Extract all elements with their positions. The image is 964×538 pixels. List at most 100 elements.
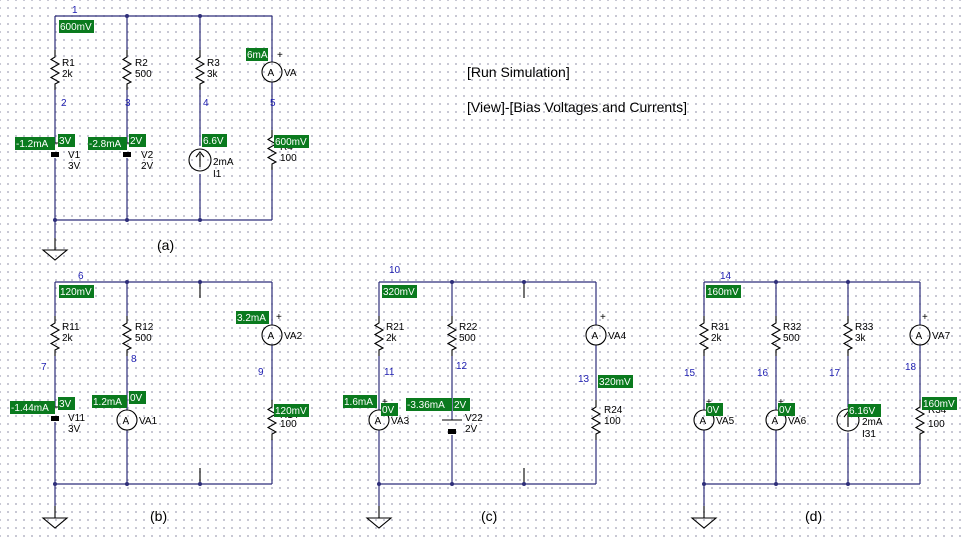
resistor-r24[interactable] [591,399,601,441]
svg-text:A: A [375,416,382,427]
component-name: VA7 [932,331,951,342]
component-value: 500 [135,333,152,344]
svg-text:A: A [268,68,275,79]
node-label: 12 [456,361,468,372]
component-name: R32 [783,322,802,333]
component-value: 500 [783,333,800,344]
node-label: 11 [384,367,395,378]
node-label: 13 [578,374,590,385]
voltage-reading: 6.16V [849,406,875,417]
voltage-reading: 6.6V [203,136,224,147]
circuit-caption: (d) [805,508,822,524]
resistor-r21[interactable] [374,315,384,357]
ammeter-va7[interactable]: A+ [909,312,931,346]
ground-icon [691,505,717,529]
component-name: VA6 [788,416,807,427]
ammeter-va3[interactable]: A+ [368,397,390,431]
ammeter-va5[interactable]: A+ [693,397,715,431]
component-name: VA2 [284,331,303,342]
voltage-reading: 3V [59,136,72,147]
svg-text:A: A [268,331,275,342]
component-name: VA1 [139,416,158,427]
circuit-c: A+ A+ 10 11 12 13 R21 2k R22 500 VA4 VA3… [366,265,627,529]
svg-text:A: A [592,331,599,342]
voltage-reading: 120mV [275,406,307,417]
component-value: 100 [604,416,621,427]
node-label: 3 [125,98,131,109]
circuit-caption: (c) [481,508,497,524]
component-value: 2mA [862,417,883,428]
component-name: VA [284,68,297,79]
voltage-reading: 600mV [60,22,92,33]
component-name: R11 [62,322,80,333]
component-name: R2 [135,58,148,69]
current-reading: -2.8mA [89,139,122,150]
current-reading: -3.36mA [407,400,445,411]
resistor-r31[interactable] [699,315,709,357]
svg-text:A: A [123,416,130,427]
component-name: R12 [135,322,154,333]
voltage-reading: 0V [382,405,395,416]
node-label: 4 [203,98,209,109]
circuit-d: A+ A+ A+ 14 15 16 17 18 R31 2k R32 500 R… [684,271,951,529]
voltage-reading: 120mV [60,287,92,298]
component-name: V11 [68,413,85,424]
bias-view-instruction: [View]-[Bias Voltages and Currents] [467,99,687,115]
component-value: 500 [135,69,152,80]
current-reading: 6mA [247,50,268,61]
component-name: R21 [386,322,405,333]
node-label: 6 [78,271,84,282]
component-name: R3 [207,58,220,69]
component-value: 3V [68,161,81,172]
component-name: R22 [459,322,478,333]
svg-text:A: A [916,331,923,342]
ammeter-va1[interactable]: A [116,409,138,431]
component-name: I1 [213,169,222,180]
node-label: 2 [61,98,67,109]
svg-text:+: + [922,312,928,323]
component-value: 2k [386,333,398,344]
voltage-reading: 320mV [599,377,631,388]
component-value: 100 [280,153,297,164]
ammeter-va2[interactable]: A+ [261,312,283,346]
component-name: R1 [62,58,75,69]
svg-text:+: + [277,50,283,61]
resistor-r11[interactable] [50,315,60,357]
circuit-caption: (b) [150,508,167,524]
resistor-r33[interactable] [843,315,853,357]
ground-icon [366,505,392,529]
component-name: R34 [928,405,947,416]
current-source-i1[interactable] [188,148,212,172]
voltage-source-v22[interactable] [442,419,462,434]
resistor-r22[interactable] [447,315,457,357]
resistor-r32[interactable] [771,315,781,357]
resistor-r1[interactable] [50,49,60,91]
node-label: 17 [829,368,841,379]
voltage-reading: 0V [779,405,792,416]
node-label: 1 [72,5,78,16]
current-reading: 3.2mA [237,313,266,324]
voltage-reading: 160mV [923,399,955,410]
node-label: 18 [905,362,917,373]
current-reading: 1.6mA [344,397,373,408]
resistor-r2[interactable] [122,49,132,91]
ammeter-va6[interactable]: A+ [765,397,787,431]
component-value: 3k [855,333,867,344]
resistor-r3[interactable] [195,49,205,91]
ground-icon [42,505,68,529]
component-name: V1 [68,150,81,161]
node-label: 8 [131,354,137,365]
resistor-r12[interactable] [122,315,132,357]
voltage-reading: 0V [130,393,143,404]
voltage-reading: 2V [130,136,143,147]
component-name: VA3 [391,416,410,427]
ammeter-va[interactable]: A+ [261,50,283,83]
svg-text:+: + [600,312,606,323]
current-reading: 1.2mA [93,397,122,408]
voltage-reading: 160mV [707,287,739,298]
component-value: 2k [62,333,74,344]
run-simulation-instruction: [Run Simulation] [467,64,570,80]
ammeter-va4[interactable]: A+ [585,312,607,346]
